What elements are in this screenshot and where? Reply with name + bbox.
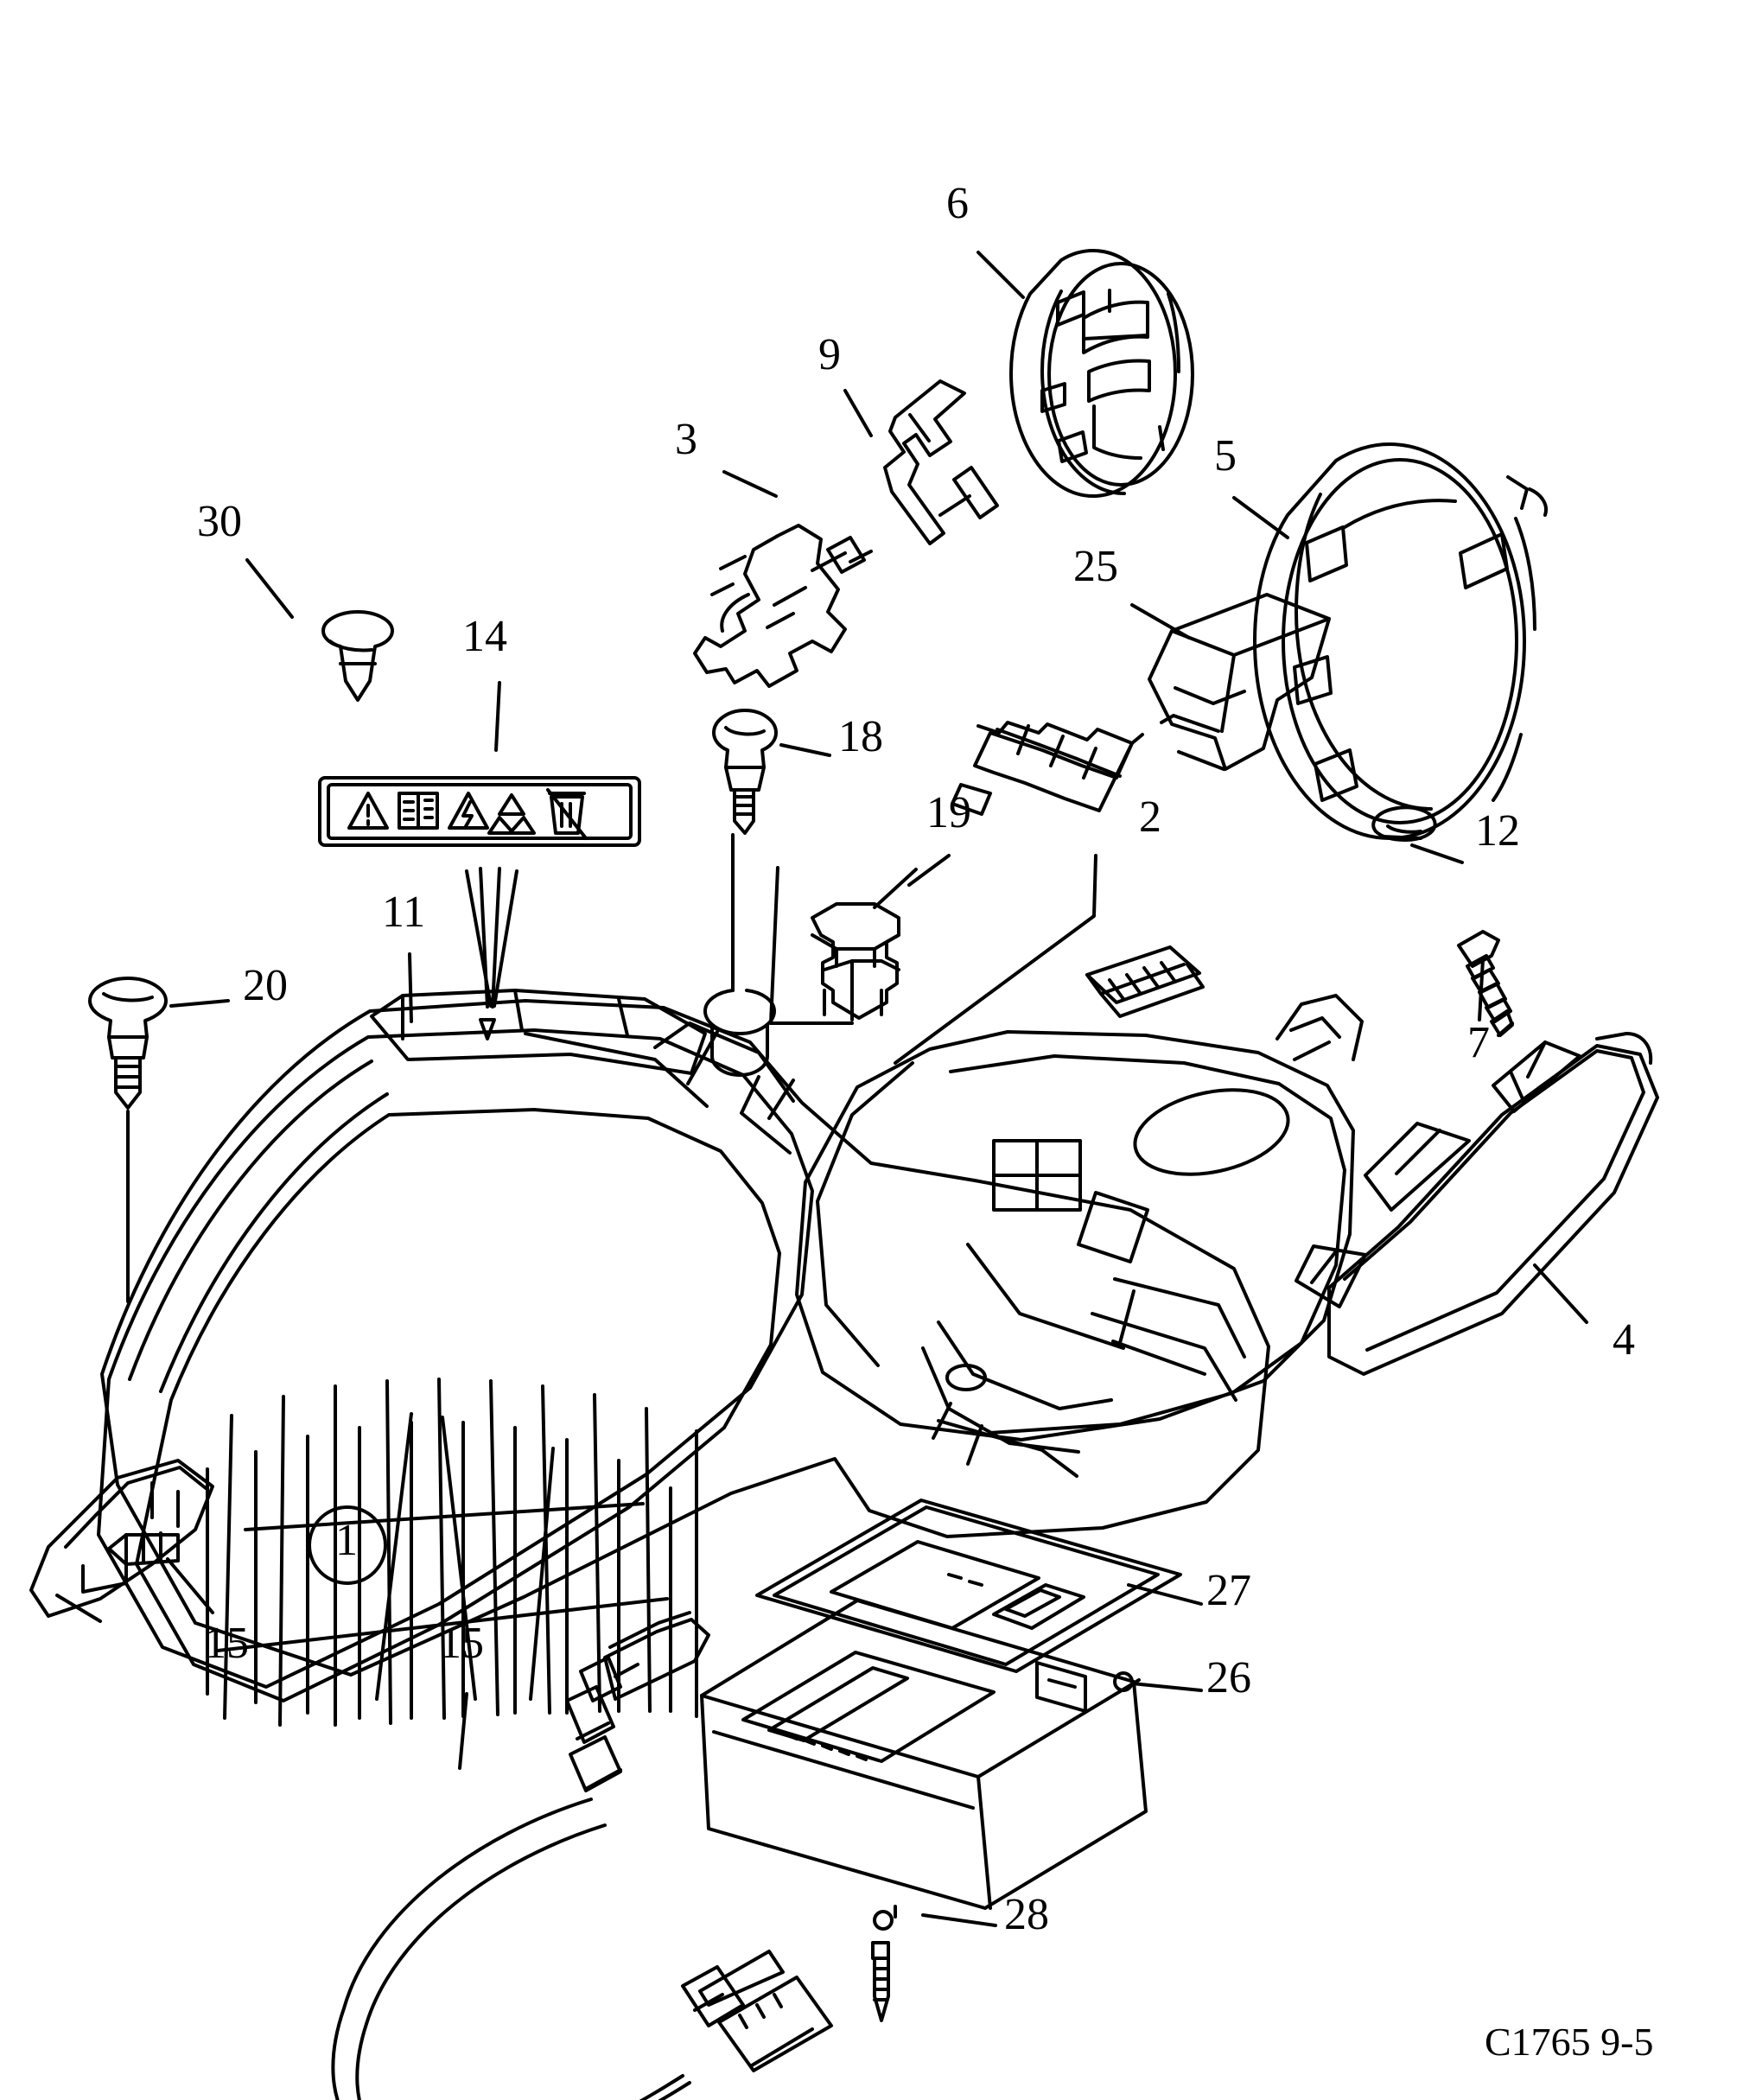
callout-label-5: 5: [1214, 431, 1237, 480]
callout-label-18: 18: [838, 712, 883, 761]
callout-label-7: 7: [1467, 1018, 1490, 1067]
callout-label-15: 15: [439, 1619, 484, 1668]
callout-label-19: 19: [926, 788, 971, 837]
part-20-plastic-rivet-screw: [88, 977, 168, 1303]
part-19-adjuster-nut-block: [769, 866, 918, 1025]
part-1-headlamp-body: [795, 994, 1364, 1478]
part-6-inner-cover-cap: [1009, 249, 1194, 498]
callout-label-13: 15: [204, 1619, 249, 1668]
callout-1-circle: [308, 1505, 387, 1585]
callout-label-25: 25: [1073, 542, 1118, 591]
callout-label-26: 26: [1206, 1653, 1251, 1702]
callout-label-9: 9: [818, 330, 841, 379]
part-7-push-pin-fastener: [1457, 930, 1514, 1037]
callout-label-12: 12: [1475, 806, 1520, 856]
callout-label-14: 14: [462, 612, 507, 661]
part-9-bulb-retaining-spring: [883, 379, 999, 545]
part-3-halogen-bulb: [693, 524, 873, 688]
part-30-rubber-plug: [321, 610, 394, 702]
part-5-outer-cover-cap: [1253, 442, 1548, 840]
callout-label-4: 4: [1613, 1315, 1635, 1365]
callout-label-6: 6: [946, 179, 969, 228]
drawing-code: C1765 9-5: [1485, 2020, 1654, 2064]
callout-label-3: 3: [675, 415, 697, 464]
part-27-ballast-screw: [871, 1941, 890, 2022]
part-12-grommet: [1371, 805, 1437, 842]
part-26-ballast-control-unit: [700, 1599, 1148, 1931]
part-4-lower-trim-bracket: [1295, 1032, 1659, 1376]
part-14-warning-label: [318, 776, 641, 1040]
part-25-xenon-bulb-igniter: [951, 593, 1331, 816]
callout-label-30: 30: [197, 497, 242, 546]
part-18-flange-screw: [703, 709, 778, 1077]
callout-label-2: 2: [1139, 792, 1161, 842]
callout-label-27: 28: [1004, 1890, 1049, 1939]
part-15-wiring-harness-lead: [331, 1611, 833, 2100]
callout-leader-lines: [166, 251, 1588, 1927]
part-13-mounting-bracket: [29, 1459, 214, 1623]
callout-label-20: 20: [243, 961, 288, 1010]
callout-label-28: 27: [1206, 1566, 1251, 1615]
callout-label-1: 1: [335, 1516, 358, 1565]
part-2-connector-clip: [1085, 945, 1205, 1018]
part-11-lens-housing: [97, 989, 1270, 1727]
callout-label-11: 11: [382, 888, 426, 937]
